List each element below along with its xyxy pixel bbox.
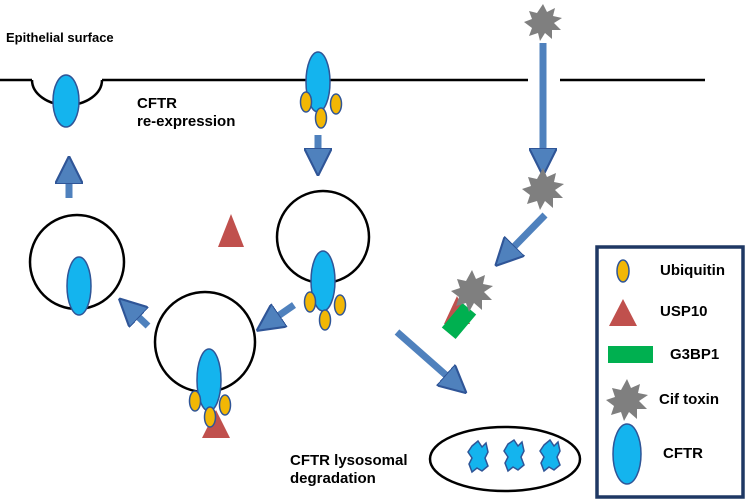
arrow-to-bottom-vesicle — [268, 302, 296, 323]
cftr-reexpression-line2: re-expression — [137, 113, 236, 130]
usp10-icon — [609, 299, 637, 326]
flow-arrows — [69, 43, 545, 384]
cftr-degraded-fragments — [467, 438, 561, 474]
cftr-icon — [612, 423, 642, 485]
lysosomal-degradation-label: CFTR lysosomal degradation — [290, 452, 408, 488]
lysosomal-line1: CFTR lysosomal — [290, 452, 408, 469]
cell-membrane — [0, 78, 705, 107]
cftr-reexpression-label: CFTR re-expression — [137, 95, 235, 131]
legend-label-cif-toxin: Cif toxin — [659, 391, 719, 408]
cif-g3bp1-usp10-complex — [441, 270, 493, 340]
cif-toxin-extracellular — [524, 4, 562, 41]
legend-label-ubiquitin: Ubiquitin — [660, 262, 725, 279]
legend-label-cftr: CFTR — [663, 445, 703, 462]
cftr-ubiquitinated-surface — [299, 51, 343, 129]
arrow-to-left-vesicle — [129, 308, 151, 329]
legend-box — [595, 245, 745, 499]
cftr-vesicle-deubiquitinating — [188, 348, 232, 438]
ubiquitin-icon — [616, 259, 630, 283]
usp10-free — [218, 214, 244, 247]
legend-label-g3bp1: G3BP1 — [670, 346, 720, 363]
cftr-surface-reexpressed — [52, 74, 80, 128]
cif-toxin-intracellular — [522, 168, 564, 210]
cftr-reexpression-line1: CFTR — [137, 95, 177, 112]
cftr-vesicle-ubiquitinated — [303, 250, 347, 331]
arrow-to-lysosome — [394, 329, 456, 384]
lysosome — [428, 425, 582, 493]
epithelial-surface-label: Epithelial surface — [6, 30, 114, 45]
arrow-cif-to-g3bp1 — [505, 212, 548, 256]
cif-toxin-icon — [606, 379, 648, 421]
legend-label-usp10: USP10 — [660, 303, 708, 320]
lysosomal-line2: degradation — [290, 470, 376, 487]
cftr-vesicle-left — [66, 256, 92, 316]
g3bp1-icon — [608, 346, 653, 363]
